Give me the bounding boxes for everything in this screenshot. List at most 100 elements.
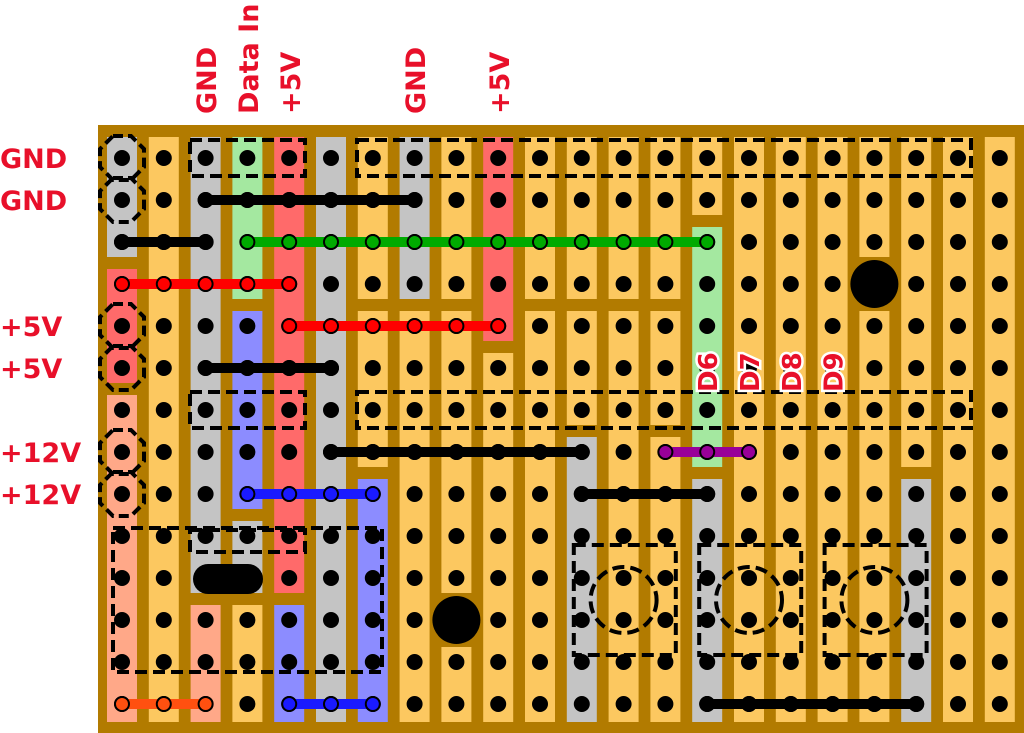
- hole: [532, 570, 548, 586]
- hole: [908, 528, 925, 544]
- mounting-hole: [850, 260, 899, 308]
- hole: [866, 318, 883, 334]
- hole: [406, 360, 423, 376]
- hole: [866, 486, 883, 502]
- wire-joint: [490, 444, 507, 460]
- hole: [991, 486, 1008, 502]
- left-label-5v-1: +5V: [0, 312, 62, 343]
- wire-joint: [532, 234, 548, 250]
- hole: [239, 654, 256, 670]
- hole: [490, 654, 507, 670]
- hole: [573, 570, 590, 586]
- hole: [866, 570, 883, 586]
- hole: [741, 360, 757, 376]
- wire-joint: [448, 444, 465, 460]
- hole: [197, 318, 214, 334]
- wire-joint: [741, 444, 757, 460]
- hole: [281, 570, 298, 586]
- hole: [532, 150, 548, 166]
- wire-joint: [281, 360, 298, 376]
- top-label-gnd-1: GND: [192, 47, 223, 114]
- copper-strip: [316, 137, 346, 722]
- hole: [741, 192, 757, 208]
- hole: [114, 192, 130, 208]
- hole: [323, 528, 339, 544]
- hole: [824, 654, 841, 670]
- hole: [950, 570, 966, 586]
- hole: [155, 486, 172, 502]
- hole: [406, 276, 423, 292]
- hole: [573, 402, 590, 418]
- hole: [950, 654, 966, 670]
- wire-joint: [323, 192, 339, 208]
- hole: [866, 360, 883, 376]
- hole: [323, 654, 339, 670]
- hole: [155, 444, 172, 460]
- hole: [824, 234, 841, 250]
- hole: [615, 696, 632, 712]
- wire-joint: [699, 444, 716, 460]
- wire-joint: [657, 234, 674, 250]
- hole: [490, 612, 507, 628]
- wire-joint: [155, 696, 172, 712]
- wire-joint: [364, 192, 381, 208]
- top-label-gnd-2: GND: [401, 47, 432, 114]
- hole: [824, 444, 841, 460]
- hole: [239, 696, 256, 712]
- hole: [364, 402, 381, 418]
- wire-joint: [406, 444, 423, 460]
- wire-joint: [197, 696, 214, 712]
- button-outline: [822, 543, 929, 657]
- hole: [741, 654, 757, 670]
- hole: [406, 570, 423, 586]
- hole: [573, 612, 590, 628]
- hole: [782, 150, 799, 166]
- hole: [950, 150, 966, 166]
- hole: [573, 696, 590, 712]
- hole: [406, 486, 423, 502]
- hole: [573, 318, 590, 334]
- hole: [950, 528, 966, 544]
- wire-joint: [573, 444, 590, 460]
- hole: [364, 276, 381, 292]
- wire-joint: [364, 444, 381, 460]
- hole: [991, 444, 1008, 460]
- component-outline: [355, 138, 973, 178]
- hole: [490, 528, 507, 544]
- hole: [490, 360, 507, 376]
- hole: [615, 528, 632, 544]
- hole: [532, 612, 548, 628]
- hole: [615, 192, 632, 208]
- hole: [364, 360, 381, 376]
- wire-joint: [573, 234, 590, 250]
- hole: [824, 276, 841, 292]
- hole: [114, 402, 130, 418]
- hole: [114, 612, 130, 628]
- hole: [824, 612, 841, 628]
- hole: [155, 612, 172, 628]
- hole: [657, 192, 674, 208]
- hole: [155, 150, 172, 166]
- hole: [490, 192, 507, 208]
- hole: [782, 444, 799, 460]
- wire-joint: [406, 318, 423, 334]
- hole: [281, 402, 298, 418]
- hole: [573, 654, 590, 670]
- hole: [991, 528, 1008, 544]
- hole: [908, 654, 925, 670]
- wire-joint: [281, 234, 298, 250]
- hole: [657, 402, 674, 418]
- hole: [448, 276, 465, 292]
- hole: [323, 612, 339, 628]
- wire-joint: [281, 486, 298, 502]
- hole: [782, 528, 799, 544]
- hole: [699, 528, 716, 544]
- hole: [741, 570, 757, 586]
- hole: [197, 612, 214, 628]
- mounting-hole: [432, 596, 481, 644]
- hole: [782, 234, 799, 250]
- hole: [908, 150, 925, 166]
- copper-strip: [357, 311, 388, 467]
- hole: [866, 150, 883, 166]
- hole: [155, 360, 172, 376]
